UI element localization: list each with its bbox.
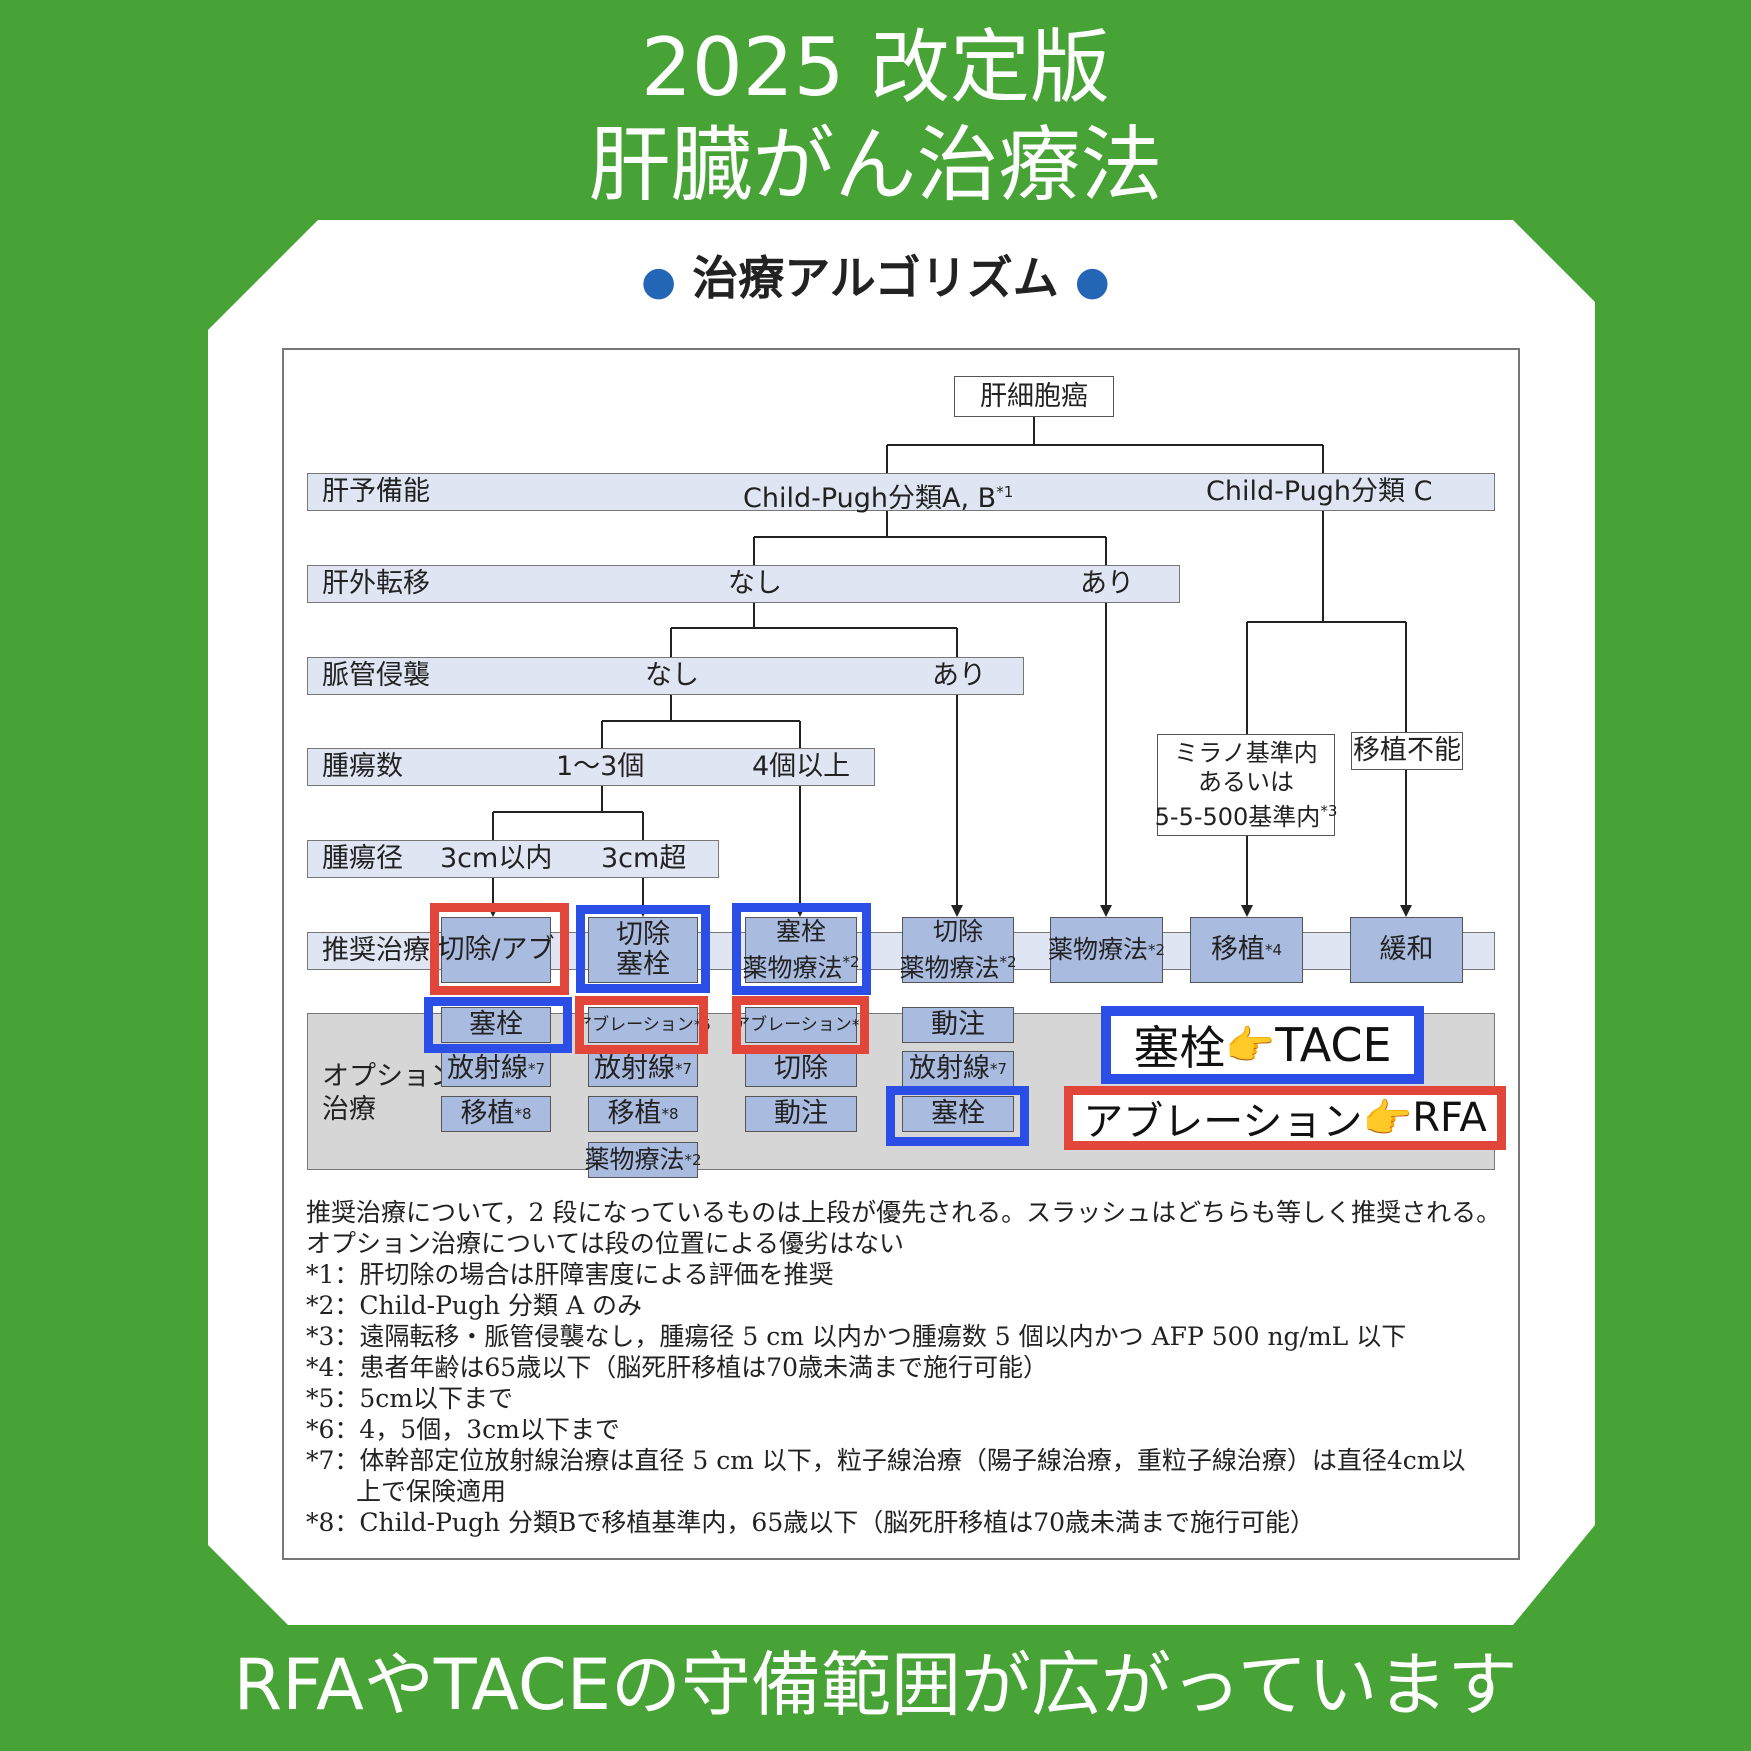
recommended-transplant: 移植*4: [1190, 917, 1303, 983]
row-label-recommended: 推奨治療: [322, 935, 430, 966]
footnote-line: *8：Child-Pugh 分類Bで移植基準内，65歳以下（脳死肝移植は70歳未…: [306, 1508, 1316, 1537]
row-label-size: 腫瘍径: [322, 843, 403, 874]
milan-criteria-box: ミラノ基準内 あるいは 5-5-500基準内*3: [1155, 734, 1337, 836]
header-title-main: 肝臓がん治療法: [588, 118, 1163, 213]
pointing-hand-icon: 👉: [1225, 1022, 1276, 1069]
footnote-line: *7：体幹部定位放射線治療は直径 5 cm 以下，粒子線治療（陽子線治療，重粒子…: [306, 1446, 1466, 1475]
highlight-embolization: [424, 997, 572, 1053]
tace-callout: 塞栓👉TACE: [1101, 1006, 1424, 1084]
bullet-icon: ●: [641, 258, 677, 305]
size-small: 3cm以内: [440, 843, 553, 874]
highlight-ablation: [732, 996, 869, 1054]
highlight-embolization: [732, 903, 871, 995]
option-ablation: アブレーション*6: [733, 1007, 869, 1043]
size-large: 3cm超: [601, 843, 687, 874]
row-bar-size: [307, 840, 719, 878]
row-label-metastasis: 肝外転移: [322, 568, 430, 599]
option-radiation: 放射線*7: [588, 1051, 698, 1087]
subtitle-text: 治療アルゴリズム: [692, 251, 1059, 305]
rfa-callout: アブレーション👉RFA: [1064, 1086, 1506, 1150]
vascular-yes: あり: [932, 660, 986, 691]
row-bar-metastasis: [307, 565, 1180, 603]
option-transplant: 移植*8: [441, 1096, 551, 1132]
footnote-line: *2：Child-Pugh 分類 A のみ: [306, 1291, 642, 1320]
option-arterial-infusion: 動注: [902, 1007, 1014, 1043]
header-title-year: 2025 改定版: [640, 21, 1111, 114]
recommended-palliative: 緩和: [1350, 917, 1463, 983]
row-bar-liver-function: [307, 473, 1495, 511]
highlight-ablation: [430, 903, 569, 995]
recommended-resection-drug: 切除薬物療法*2: [899, 916, 1017, 983]
option-transplant: 移植*8: [588, 1096, 698, 1132]
child-pugh-c-label: Child-Pugh分類 C: [1206, 476, 1433, 507]
recommended-drug-therapy: 薬物療法*2: [1048, 917, 1165, 983]
row-label-count: 腫瘍数: [322, 751, 403, 782]
child-pugh-ab-label: Child-Pugh分類A, B*1: [743, 483, 1014, 514]
recommended-resection-ablation: 切除/アブ: [437, 917, 555, 983]
footnote-line: *5：5cm以下まで: [306, 1384, 514, 1413]
option-radiation: 放射線*7: [441, 1051, 551, 1087]
option-resection: 切除: [745, 1051, 857, 1087]
recommended-embolization-drug: 塞栓薬物療法*2: [742, 916, 860, 983]
bullet-icon: ●: [1074, 258, 1110, 305]
footnote-line: 上で保険適用: [306, 1477, 507, 1506]
row-bar-count: [307, 748, 875, 786]
row-label-liver-function: 肝予備能: [322, 476, 430, 507]
diagram-subtitle: ● 治療アルゴリズム ●: [0, 248, 1751, 312]
option-radiation: 放射線*7: [902, 1051, 1014, 1087]
highlight-embolization: [576, 905, 710, 993]
metastasis-yes: あり: [1080, 568, 1134, 599]
row-label-option: オプション治療: [322, 1061, 457, 1125]
footnote-line: *4：患者年齢は65歳以下（脳死肝移植は70歳未満まで施行可能）: [306, 1353, 1049, 1382]
count-few: 1〜3個: [556, 751, 645, 782]
footnote-line: 推奨治療について，2 段になっているものは上段が優先される。スラッシュはどちらも…: [306, 1198, 1502, 1227]
vascular-no: なし: [645, 660, 699, 691]
option-embolization: 塞栓: [441, 1007, 551, 1043]
count-many: 4個以上: [752, 751, 851, 782]
option-arterial-infusion: 動注: [745, 1096, 857, 1132]
option-drug-therapy: 薬物療法*2: [584, 1142, 702, 1178]
not-transplantable-box: 移植不能: [1351, 732, 1463, 770]
root-node: 肝細胞癌: [954, 376, 1114, 417]
highlight-embolization: [886, 1086, 1029, 1146]
metastasis-no: なし: [728, 568, 782, 599]
option-ablation: アブレーション*5: [575, 1007, 711, 1043]
footnote-line: *6：4，5個，3cm以下まで: [306, 1415, 620, 1444]
row-bar-vascular: [307, 657, 1024, 695]
footnote-line: オプション治療については段の位置による優劣はない: [306, 1229, 905, 1258]
row-label-vascular: 脈管侵襲: [322, 660, 430, 691]
option-embolization: 塞栓: [902, 1096, 1014, 1132]
footnotes: 推奨治療について，2 段になっているものは上段が優先される。スラッシュはどちらも…: [306, 1197, 1506, 1538]
footer-caption: RFAやTACEの守備範囲が広がっています: [233, 1644, 1518, 1726]
highlight-ablation: [575, 996, 708, 1054]
footnote-line: *1：肝切除の場合は肝障害度による評価を推奨: [306, 1260, 834, 1289]
footnote-line: *3：遠隔転移・脈管侵襲なし，腫瘍径 5 cm 以内かつ腫瘍数 5 個以内かつ …: [306, 1322, 1407, 1351]
recommended-resection-embolization: 切除塞栓: [588, 917, 698, 983]
pointing-hand-icon: 👉: [1362, 1095, 1413, 1142]
